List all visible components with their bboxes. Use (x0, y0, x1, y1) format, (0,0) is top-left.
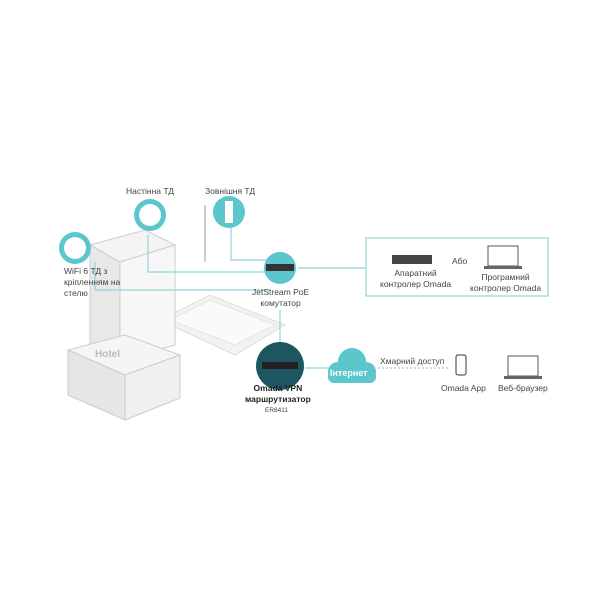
internet-label: Інтернет (330, 368, 368, 378)
router-model: ER8411 (265, 407, 289, 414)
outdoor-ap-label: Зовнішня ТД (205, 186, 256, 196)
hardware-controller-icon (392, 255, 432, 264)
or-label: Або (452, 256, 468, 266)
browser-label: Веб-браузер (498, 383, 548, 393)
app-label: Omada App (441, 383, 486, 393)
wall-ap-label: Настінна ТД (126, 186, 175, 196)
phone-icon (455, 354, 467, 376)
connection-lines (94, 225, 450, 369)
browser-laptop-icon (504, 355, 542, 379)
controller-box (365, 237, 549, 297)
laptop-icon (484, 245, 522, 269)
hotel-sign: Hotel (95, 349, 120, 360)
hotel-building: Hotel (66, 229, 182, 421)
cloud-icon (328, 348, 376, 383)
cloud-access-label: Хмарний доступ (380, 356, 445, 366)
